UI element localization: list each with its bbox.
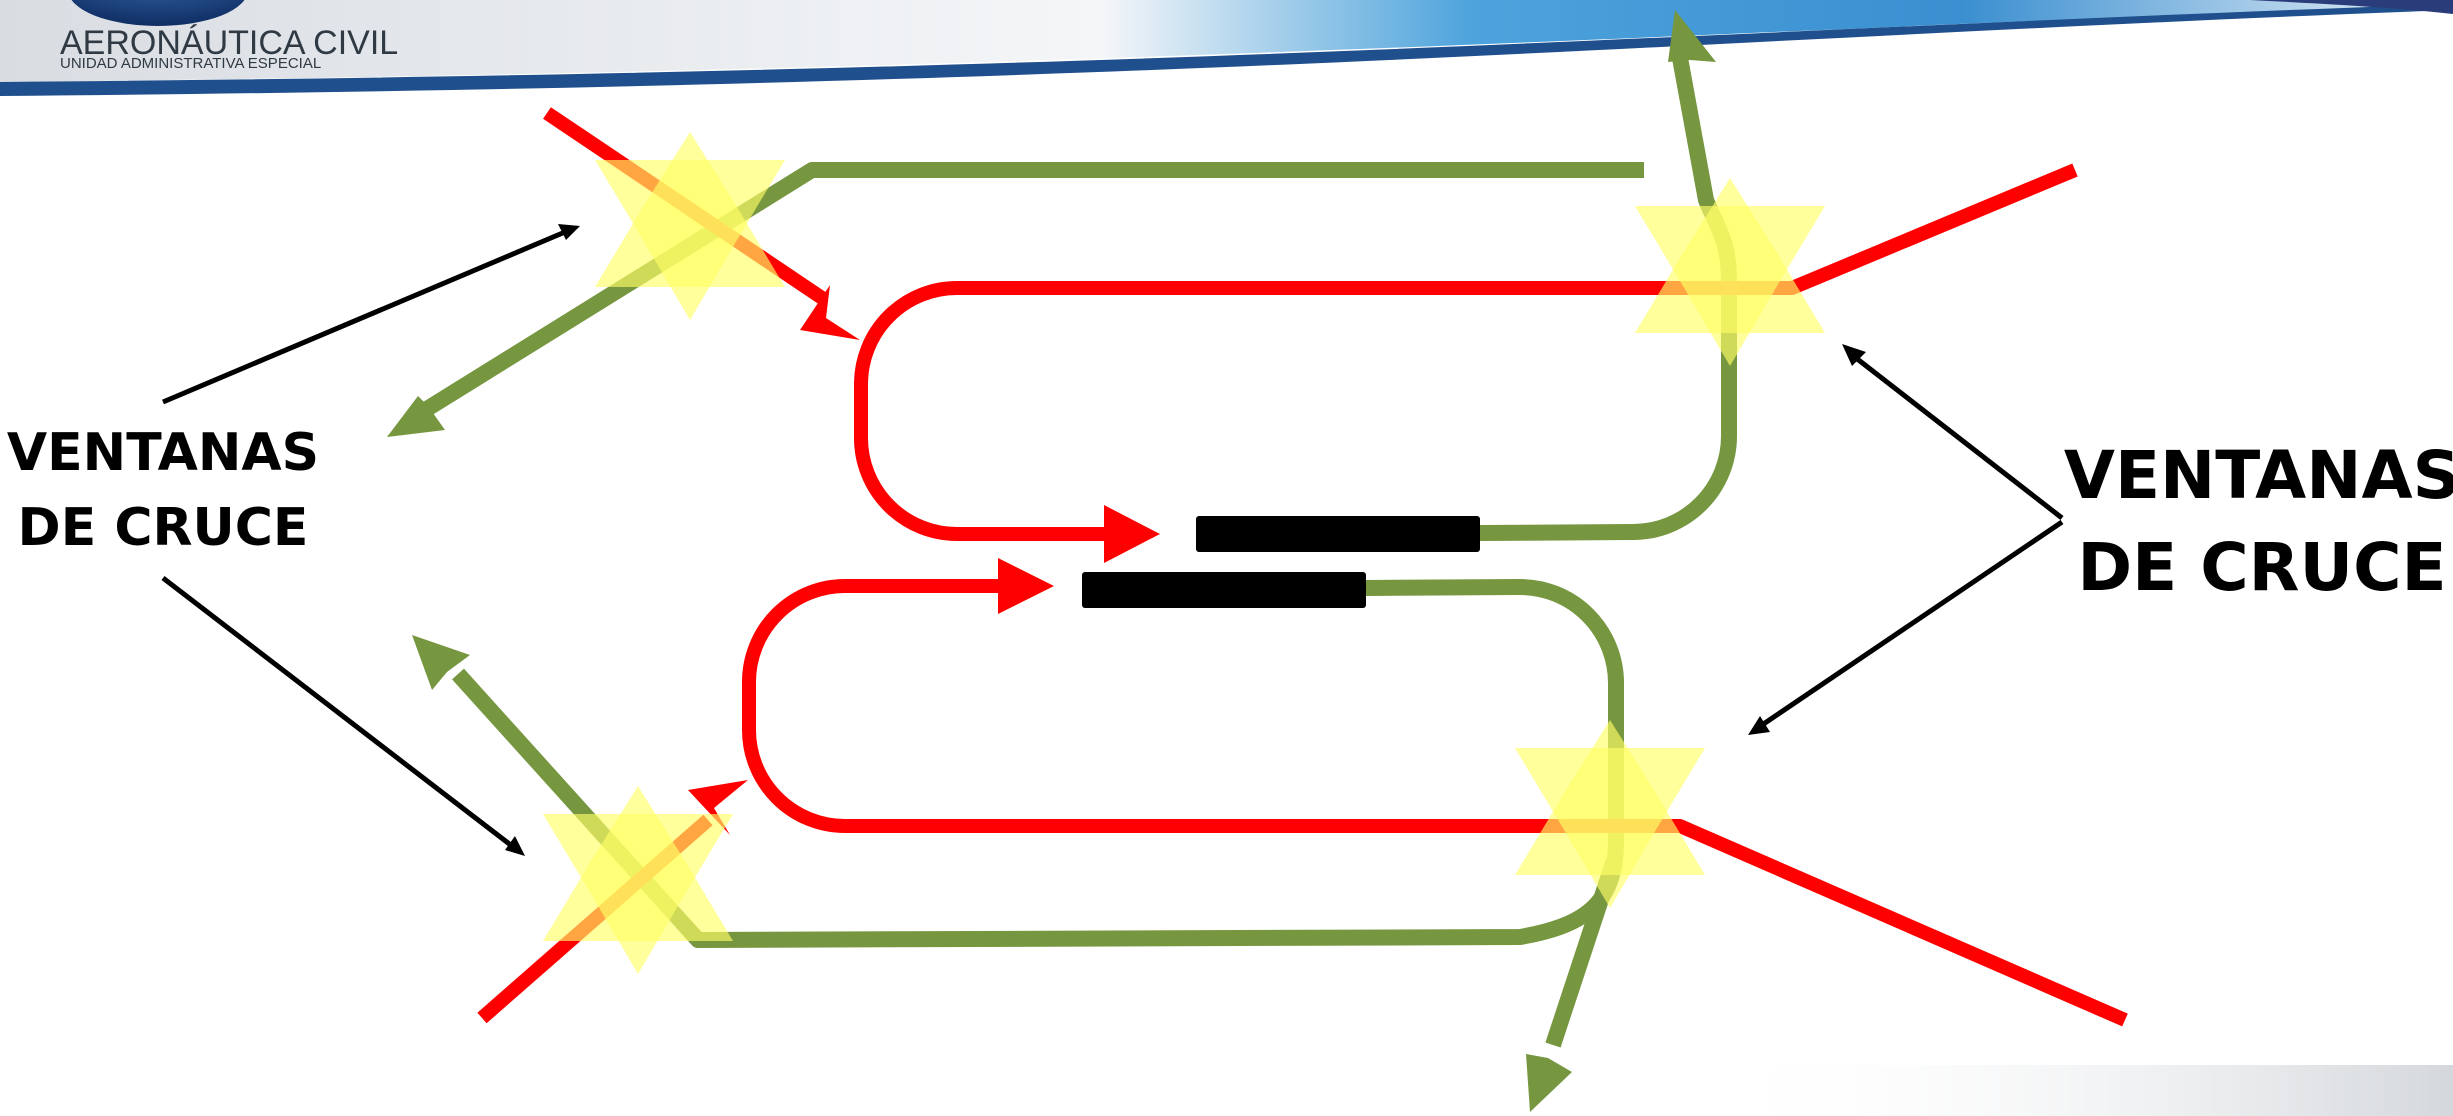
arrowhead-icon <box>1842 344 1866 366</box>
red-route-upper <box>854 163 2078 541</box>
green-arrow-up-icon <box>1668 10 1716 62</box>
green-routes <box>417 56 1737 1048</box>
star-icon <box>595 160 785 320</box>
runways <box>1082 516 1480 608</box>
runway-upper <box>1196 516 1480 552</box>
header-swoosh-line <box>0 4 2453 96</box>
arrowhead-icon <box>1748 716 1770 735</box>
header-corner <box>2250 0 2453 14</box>
red-route-lower <box>742 579 2128 1027</box>
callout-right-line2: DE CRUCE <box>2077 529 2446 606</box>
header-banner: AERONÁUTICA CIVIL UNIDAD ADMINISTRATIVA … <box>0 0 2453 96</box>
green-arrow-down-icon <box>1526 1054 1572 1112</box>
red-arrow-lower-runway-icon <box>998 558 1054 614</box>
pointer-left-lower <box>161 576 514 848</box>
red-arrow-lower-entry-icon <box>688 780 748 835</box>
pointer-right-upper <box>1854 356 2064 520</box>
star-icon <box>543 814 733 974</box>
red-arrow-upper-entry-icon <box>800 285 860 340</box>
star-icon <box>1635 206 1825 366</box>
green-arrowheads <box>387 10 1716 1112</box>
arrowhead-icon <box>505 836 525 856</box>
bottom-shade <box>1700 1065 2453 1116</box>
green-arrow-left-icon <box>387 396 445 437</box>
callout-left: VENTANAS DE CRUCE <box>7 423 319 558</box>
pointer-arrowheads <box>505 224 1866 856</box>
crossing-windows <box>543 132 1825 974</box>
org-subtitle: UNIDAD ADMINISTRATIVA ESPECIAL <box>60 55 321 72</box>
red-arrowheads <box>688 285 1160 835</box>
logo-globe-icon <box>71 0 245 26</box>
arrowhead-icon <box>558 224 580 240</box>
pointer-left-upper <box>162 229 566 405</box>
red-arrow-upper-runway-icon <box>1104 505 1160 563</box>
callout-right-line1: VENTANAS <box>2064 437 2453 514</box>
org-name: AERONÁUTICA CIVIL <box>60 24 398 62</box>
green-route-upper-left <box>417 162 1644 419</box>
callout-left-line1: VENTANAS <box>7 423 319 483</box>
star-icon <box>1515 748 1705 908</box>
green-arrow-upleft-icon <box>412 635 470 690</box>
pointer-right-lower <box>1760 519 2064 728</box>
runway-lower <box>1082 572 1366 608</box>
green-route-lower-left <box>452 579 1624 948</box>
callout-left-line2: DE CRUCE <box>18 498 309 558</box>
callout-pointers <box>161 229 2064 848</box>
header-swoosh <box>0 0 2453 82</box>
callout-right: VENTANAS DE CRUCE <box>2064 437 2453 606</box>
